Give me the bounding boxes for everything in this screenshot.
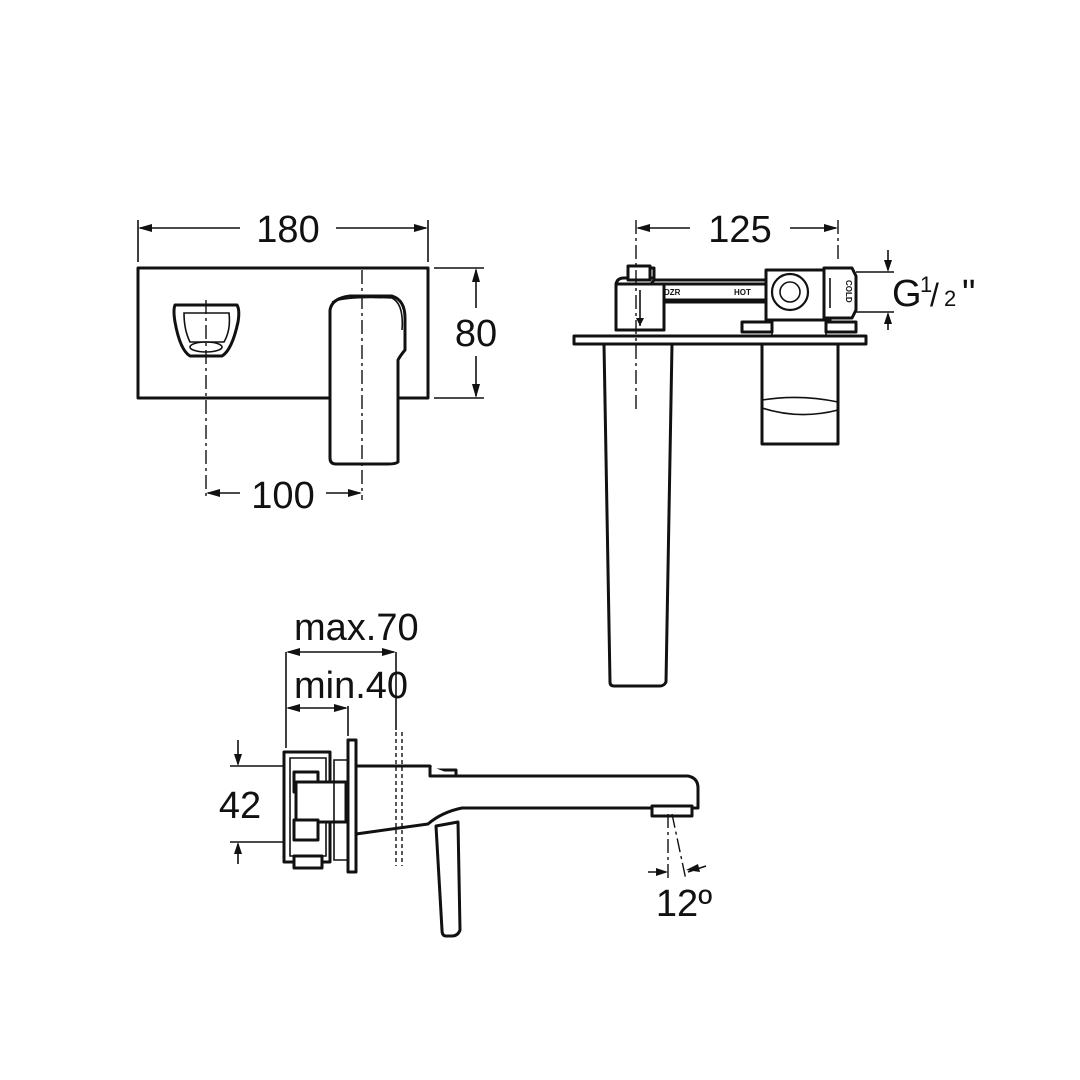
dimension-spout-angle: 12º [648,813,712,925]
concealed-body: DZR HOT COLD [614,264,858,336]
axis-spacing-label: 100 [251,475,314,517]
dimension-depth: 125 [636,209,838,251]
dimension-thread: G 1 / 2 " [856,250,976,330]
dimension-wall-min: min.40 [286,665,408,736]
dimension-height: 80 [434,267,497,399]
dimension-axis-spacing: 100 [206,475,362,517]
handle-top [760,342,840,446]
thread-suffix: " [962,273,976,315]
dimension-width: 180 [137,209,429,262]
wall-max-label: max.70 [294,607,419,649]
tag-dzr: DZR [664,288,681,297]
spout-angle-label: 12º [656,883,712,925]
height-label: 80 [455,313,497,355]
top-view: DZR HOT COLD 125 [572,209,976,688]
thread-numerator: 1 [920,272,932,297]
spout-top [602,342,674,688]
tag-hot: HOT [734,288,751,297]
tag-cold: COLD [844,280,853,303]
thread-denominator: 2 [944,286,956,311]
front-view: 180 80 100 [136,209,497,517]
side-view: max.70 min.40 42 12º [219,607,712,938]
depth-label: 125 [708,209,771,251]
side-spout [354,764,700,938]
dimension-body-height: 42 [219,740,284,864]
dimension-wall-max: max.70 [285,607,419,748]
wall-min-label: min.40 [294,665,408,707]
width-label: 180 [256,209,319,251]
side-concealed-body [282,750,349,870]
body-height-label: 42 [219,785,261,827]
thread-slash: / [930,277,939,313]
thread-label: G [892,273,922,315]
lever-handle-front [328,294,407,466]
